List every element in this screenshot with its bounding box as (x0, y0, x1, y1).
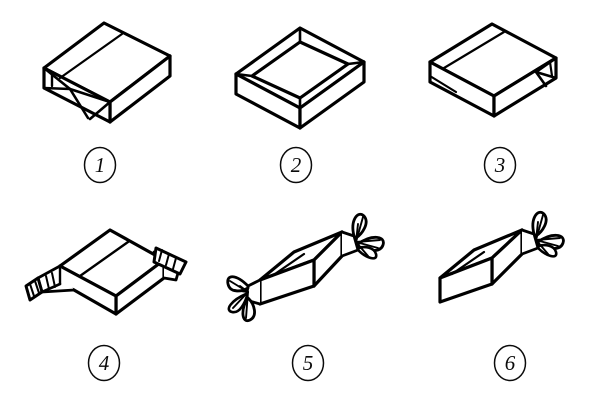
figure-cell-5: 5 (208, 204, 408, 406)
figure-label-6: 6 (410, 338, 600, 388)
figure-number-4: 4 (98, 350, 110, 375)
wrapped-box-folded-end-illustration (400, 6, 600, 156)
figure-number-6: 6 (504, 350, 516, 375)
figure-number-2: 2 (290, 152, 302, 177)
figure-label-4: 4 (4, 338, 204, 388)
circle-outline-icon (87, 344, 121, 382)
circle-outline-icon (291, 344, 325, 382)
figure-cell-3: 3 (400, 6, 600, 208)
closed-wrapped-box-illustration (0, 6, 200, 156)
figure-number-1: 1 (94, 152, 106, 177)
circle-outline-icon (279, 146, 313, 184)
figure-number-5: 5 (302, 350, 314, 375)
figure-label-3: 3 (400, 140, 600, 190)
double-twist-wrapped-candy-illustration (208, 204, 408, 354)
figure-cell-1: 1 (0, 6, 200, 208)
figure-number-badge-5: 5 (288, 343, 328, 383)
figure-label-1: 1 (0, 140, 200, 190)
figure-number-badge-3: 3 (480, 145, 520, 185)
figure-number-badge-2: 2 (276, 145, 316, 185)
circle-outline-icon (83, 146, 117, 184)
figure-cell-4: 4 (4, 204, 204, 406)
pillow-pack-crimped-seal-illustration (4, 204, 204, 354)
circle-outline-icon (483, 146, 517, 184)
open-tray-box-illustration (196, 6, 396, 156)
figure-number-badge-6: 6 (490, 343, 530, 383)
figure-label-2: 2 (196, 140, 396, 190)
figure-cell-2: 2 (196, 6, 396, 208)
figure-number-badge-4: 4 (84, 343, 124, 383)
single-twist-wrapped-candy-illustration (410, 204, 600, 354)
figure-cell-6: 6 (410, 204, 600, 406)
circle-outline-icon (493, 344, 527, 382)
figure-number-3: 3 (494, 152, 506, 177)
figure-number-badge-1: 1 (80, 145, 120, 185)
figure-label-5: 5 (208, 338, 408, 388)
